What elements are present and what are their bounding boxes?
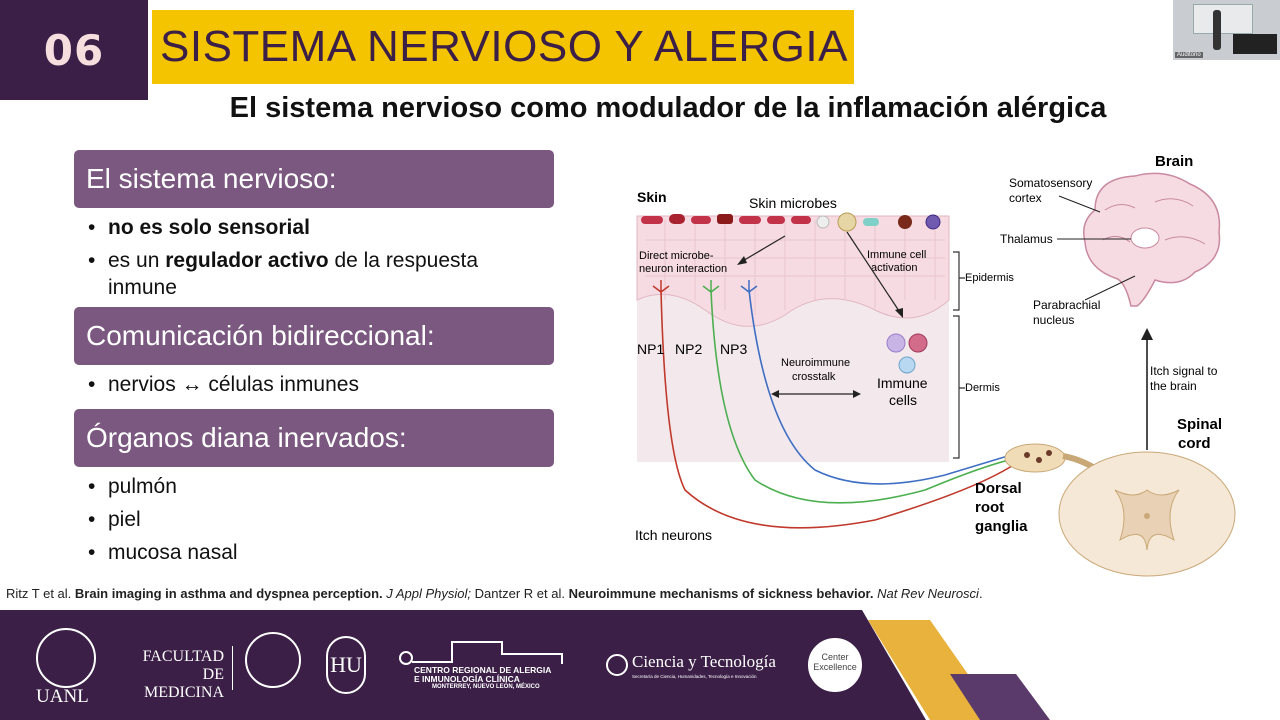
- bullet-list-bidirectional: nervios ↔ células inmunes: [88, 371, 359, 404]
- presenter-figure: [1213, 10, 1221, 50]
- ciencia-tecnologia-text: Ciencia y Tecnología: [632, 652, 776, 671]
- label-itch-signal-2: the brain: [1150, 379, 1197, 393]
- label-drg-1: Dorsal: [975, 480, 1022, 497]
- immune-cells-graphic: [886, 333, 928, 374]
- arrow-immune: [846, 231, 902, 315]
- section-header-nervous-system: El sistema nervioso:: [74, 150, 554, 208]
- list-item: es un regulador activo de la respuesta i…: [88, 247, 478, 301]
- label-drg-3: ganglia: [975, 518, 1028, 535]
- drg-graphic: [1004, 443, 1066, 473]
- section-header-bidirectional: Comunicación bidireccional:: [74, 307, 554, 365]
- label-direct-2: neuron interaction: [639, 263, 727, 275]
- video-label: Auditorio: [1175, 52, 1203, 58]
- ciencia-tecnologia-icon: [606, 654, 628, 676]
- neuron-np2: [710, 289, 1018, 504]
- label-immune-cells-2: cells: [889, 392, 917, 408]
- list-item: nervios ↔ células inmunes: [88, 371, 359, 398]
- hu-logo: HU: [326, 636, 366, 694]
- slide-title: SISTEMA NERVIOSO Y ALERGIA: [160, 22, 848, 71]
- label-brain: Brain: [1155, 153, 1193, 170]
- whiteboard-graphic: [1193, 4, 1253, 34]
- ciencia-tecnologia-subtext: Secretaría de Ciencia, Humanidades, Tecn…: [632, 674, 757, 679]
- slide-number: 06: [0, 0, 148, 100]
- list-item: piel: [88, 506, 238, 533]
- label-somato-2: cortex: [1009, 191, 1042, 205]
- uanl-seal-icon: [36, 628, 96, 688]
- label-skin: Skin: [637, 189, 667, 205]
- label-spinal-1: Spinal: [1177, 416, 1222, 433]
- crai-text-1: CENTRO REGIONAL DE ALERGIA: [414, 665, 552, 675]
- label-skin-microbes: Skin microbes: [749, 195, 837, 211]
- label-crosstalk-1: Neuroimmune: [781, 357, 850, 369]
- list-item: pulmón: [88, 473, 238, 500]
- title-bar: SISTEMA NERVIOSO Y ALERGIA: [152, 10, 854, 84]
- logo-divider: [232, 646, 233, 690]
- facultad-seal-icon: [245, 632, 301, 688]
- label-epidermis: Epidermis: [965, 272, 1014, 284]
- label-drg-2: root: [975, 499, 1004, 516]
- label-thalamus: Thalamus: [1000, 232, 1053, 246]
- label-somato-1: Somatosensory: [1009, 176, 1092, 190]
- label-direct-1: Direct microbe-: [639, 250, 714, 262]
- label-immune-act-1: Immune cell: [867, 249, 926, 261]
- microbe-row: [641, 212, 941, 232]
- label-np1: NP1: [637, 341, 664, 357]
- center-excellence-badge: [806, 636, 864, 694]
- neuron-np3: [748, 289, 1022, 485]
- label-parabrachial-1: Parabrachial: [1033, 298, 1100, 312]
- arrow-direct: [740, 235, 786, 263]
- epidermis-cells: [645, 220, 945, 315]
- bracket-epidermis: [953, 251, 965, 311]
- footer-background: [0, 610, 1280, 720]
- label-immune-act-2: activation: [871, 262, 917, 274]
- crai-building-icon: [399, 641, 563, 665]
- bracket-dermis: [953, 315, 965, 459]
- crai-text-3: MONTERREY, NUEVO LEÓN, MÉXICO: [432, 684, 540, 690]
- label-np3: NP3: [720, 341, 747, 357]
- brain-graphic: [1083, 172, 1221, 307]
- bullet-list-nervous-system: no es solo sensorial es un regulador act…: [88, 214, 478, 307]
- list-item: mucosa nasal: [88, 539, 238, 566]
- bullet-list-target-organs: pulmón piel mucosa nasal: [88, 473, 238, 572]
- neuron-np1: [660, 289, 1016, 529]
- label-crosstalk-2: crosstalk: [792, 371, 836, 383]
- label-parabrachial-2: nucleus: [1033, 313, 1074, 327]
- label-itch-neurons: Itch neurons: [635, 527, 712, 543]
- crai-text-2: E INMUNOLOGÍA CLÍNICA: [414, 674, 520, 684]
- itch-pathway-diagram: Skin Skin microbes Direct microbe- neuro…: [635, 153, 1236, 577]
- slide-subtitle: El sistema nervioso como modulador de la…: [229, 92, 1107, 124]
- video-thumbnail[interactable]: Auditorio: [1173, 0, 1280, 60]
- label-itch-signal-1: Itch signal to: [1150, 364, 1218, 378]
- label-np2: NP2: [675, 341, 702, 357]
- citation: Ritz T et al. Brain imaging in asthma an…: [6, 586, 983, 601]
- desk-graphic: [1233, 34, 1277, 54]
- section-header-target-organs: Órganos diana inervados:: [74, 409, 554, 467]
- epidermis-layer: [636, 215, 950, 327]
- label-immune-cells-1: Immune: [877, 375, 928, 391]
- label-spinal-2: cord: [1178, 435, 1211, 452]
- label-dermis: Dermis: [965, 382, 1000, 394]
- list-item: no es solo sensorial: [88, 214, 478, 241]
- uanl-logo-text: UANL: [36, 686, 89, 707]
